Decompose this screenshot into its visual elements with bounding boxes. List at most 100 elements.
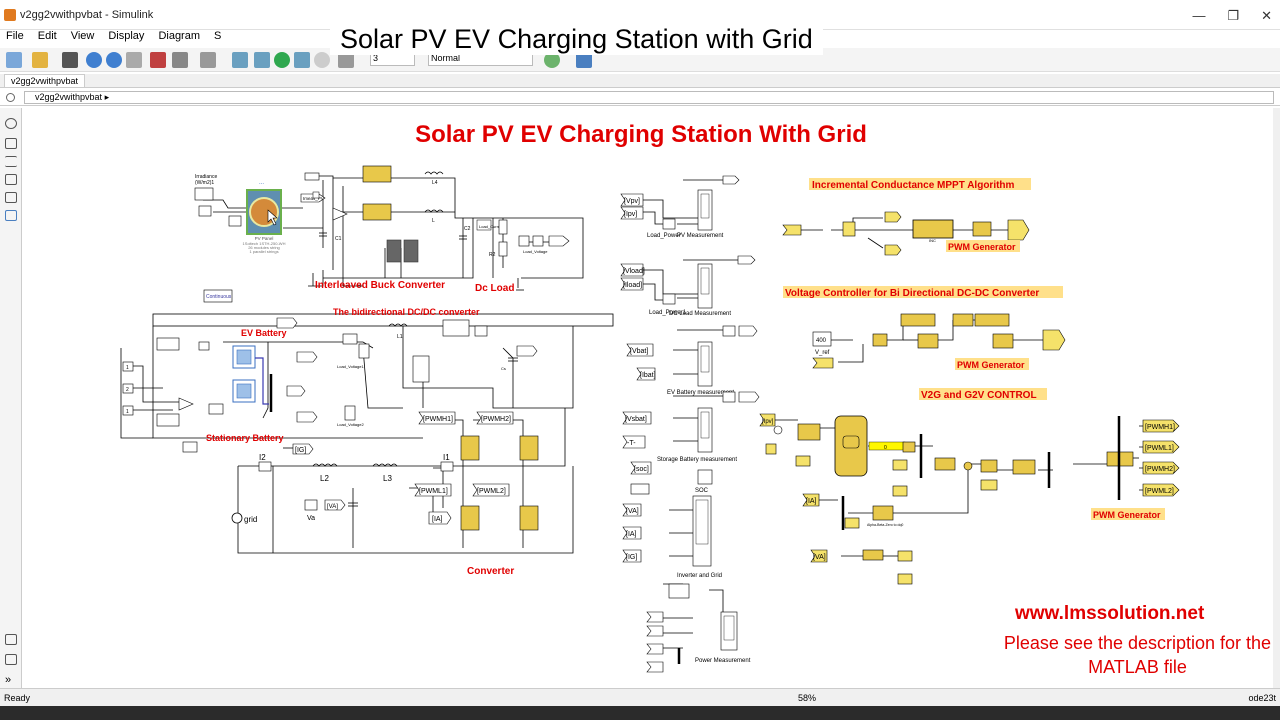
- goto-v2g-5[interactable]: [897, 550, 913, 562]
- load-current-meas[interactable]: [476, 219, 492, 231]
- settings-gear-icon[interactable]: [172, 52, 188, 68]
- current-meas-block[interactable]: [312, 191, 320, 199]
- diode-2[interactable]: [403, 239, 419, 263]
- goto-pwm-pv[interactable]: [1007, 219, 1030, 241]
- model-browser-icon[interactable]: [5, 634, 17, 645]
- goto-vload[interactable]: [548, 235, 570, 247]
- goto-pwm-bat[interactable]: [1042, 329, 1066, 351]
- sum-ctrl[interactable]: [872, 333, 888, 347]
- save-icon[interactable]: [62, 52, 78, 68]
- irradiance-block[interactable]: [194, 187, 214, 201]
- from-soc-ctrl[interactable]: [795, 455, 811, 467]
- igbt-inv-2[interactable]: [519, 435, 539, 461]
- bus-selector-1[interactable]: [156, 337, 180, 351]
- diode-1[interactable]: [386, 239, 402, 263]
- debug-icon[interactable]: [254, 52, 270, 68]
- clock-icon[interactable]: [773, 425, 783, 435]
- product-pv[interactable]: [662, 218, 676, 230]
- goto-mppt-2[interactable]: [884, 244, 902, 256]
- breadcrumb-model[interactable]: v2gg2vwithpvbat: [35, 92, 103, 102]
- goto-v2g-2[interactable]: [980, 479, 998, 491]
- current-meas-i2[interactable]: [258, 461, 272, 472]
- expand-icon[interactable]: »: [5, 674, 12, 686]
- voltage-meas-2[interactable]: [344, 405, 356, 421]
- pi-block-1[interactable]: [900, 313, 936, 327]
- product-storage[interactable]: [722, 391, 736, 403]
- image-icon[interactable]: [5, 192, 17, 203]
- grid-icon[interactable]: [576, 52, 592, 68]
- goto-v2g-6[interactable]: [897, 573, 913, 585]
- ctrl-gain[interactable]: [952, 313, 974, 327]
- breadcrumb[interactable]: v2gg2vwithpvbat ▸: [24, 91, 1274, 104]
- ctrl-pwm[interactable]: [992, 333, 1014, 349]
- from-soc[interactable]: [630, 461, 652, 475]
- menu-file[interactable]: File: [6, 30, 24, 42]
- switch-block[interactable]: [208, 403, 224, 415]
- goto-vbat-bus[interactable]: [516, 345, 538, 357]
- gain-2[interactable]: [178, 397, 194, 411]
- pi-v2g-1[interactable]: [980, 459, 998, 473]
- display-block[interactable]: [868, 441, 906, 451]
- area-icon[interactable]: [5, 210, 17, 221]
- from-pbat[interactable]: [646, 643, 664, 655]
- goto-pwmh2[interactable]: [1142, 461, 1180, 475]
- from-t[interactable]: [622, 435, 646, 449]
- from-ia-ctrl[interactable]: [802, 493, 820, 507]
- goto-soc[interactable]: [182, 441, 198, 453]
- from-pwmh1[interactable]: [418, 411, 456, 425]
- transform-block[interactable]: [1012, 459, 1036, 475]
- mppt-pwm-block[interactable]: [972, 221, 992, 237]
- load-voltage-meas[interactable]: [518, 235, 530, 247]
- vref-const[interactable]: [812, 331, 832, 347]
- model-explorer-icon[interactable]: [200, 52, 216, 68]
- from-pload[interactable]: [646, 625, 664, 637]
- vertical-scrollbar[interactable]: [1273, 108, 1280, 688]
- model-canvas[interactable]: Solar PV EV Charging Station With Grid I…: [23, 108, 1273, 688]
- step-back-icon[interactable]: [232, 52, 248, 68]
- scope-soc[interactable]: [697, 469, 713, 485]
- const-1-block[interactable]: [122, 361, 134, 372]
- goto-va[interactable]: [324, 499, 346, 511]
- goto-vbat[interactable]: [296, 351, 318, 363]
- product-ev[interactable]: [722, 325, 736, 337]
- open-folder-icon[interactable]: [32, 52, 48, 68]
- menu-simulation[interactable]: S: [214, 30, 222, 42]
- maximize-icon[interactable]: ❐: [1227, 8, 1240, 23]
- arrow-icon[interactable]: [5, 156, 17, 167]
- sum-ctrl-2[interactable]: [963, 461, 973, 471]
- from-ipv-ctrl[interactable]: [759, 413, 776, 427]
- powergui-block[interactable]: [203, 289, 233, 303]
- igbt-inv-3[interactable]: [460, 505, 480, 531]
- from-va[interactable]: [622, 503, 642, 517]
- from-pwml1[interactable]: [414, 483, 452, 497]
- step-forward-icon[interactable]: [294, 52, 310, 68]
- from-soc2[interactable]: [630, 483, 650, 495]
- menu-view[interactable]: View: [70, 30, 95, 42]
- goto-ibat[interactable]: [276, 317, 298, 329]
- from-iload[interactable]: [620, 277, 644, 291]
- goto-v2g-3[interactable]: [892, 485, 908, 497]
- model-advisor-icon[interactable]: [544, 52, 560, 68]
- property-icon[interactable]: [5, 654, 17, 665]
- menu-display[interactable]: Display: [108, 30, 145, 42]
- stop-time-input[interactable]: 3: [370, 52, 415, 66]
- goto-pload[interactable]: [737, 255, 756, 265]
- switch-ctrl[interactable]: [797, 423, 821, 441]
- from-va-ctrl[interactable]: [810, 549, 828, 563]
- goto-ia[interactable]: [428, 511, 452, 525]
- mppt-rate-limit[interactable]: [842, 221, 856, 237]
- forward-icon[interactable]: [106, 52, 122, 68]
- current-meas-bidir[interactable]: [474, 325, 488, 337]
- goto-vsbat[interactable]: [296, 411, 318, 423]
- resistor-r2[interactable]: [498, 241, 508, 257]
- igbt-inv-1[interactable]: [460, 435, 480, 461]
- from-psbat[interactable]: [646, 661, 664, 673]
- from-ipv[interactable]: [620, 206, 644, 220]
- new-model-icon[interactable]: [6, 52, 22, 68]
- temp-const-block[interactable]: [198, 205, 212, 217]
- from-imeas-pv[interactable]: [782, 224, 802, 236]
- pi-block-3[interactable]: [974, 313, 1010, 327]
- gain-block[interactable]: [332, 207, 348, 221]
- block-diagram[interactable]: Solar PV EV Charging Station With Grid I…: [23, 108, 1273, 688]
- product-ctrl[interactable]: [902, 441, 916, 453]
